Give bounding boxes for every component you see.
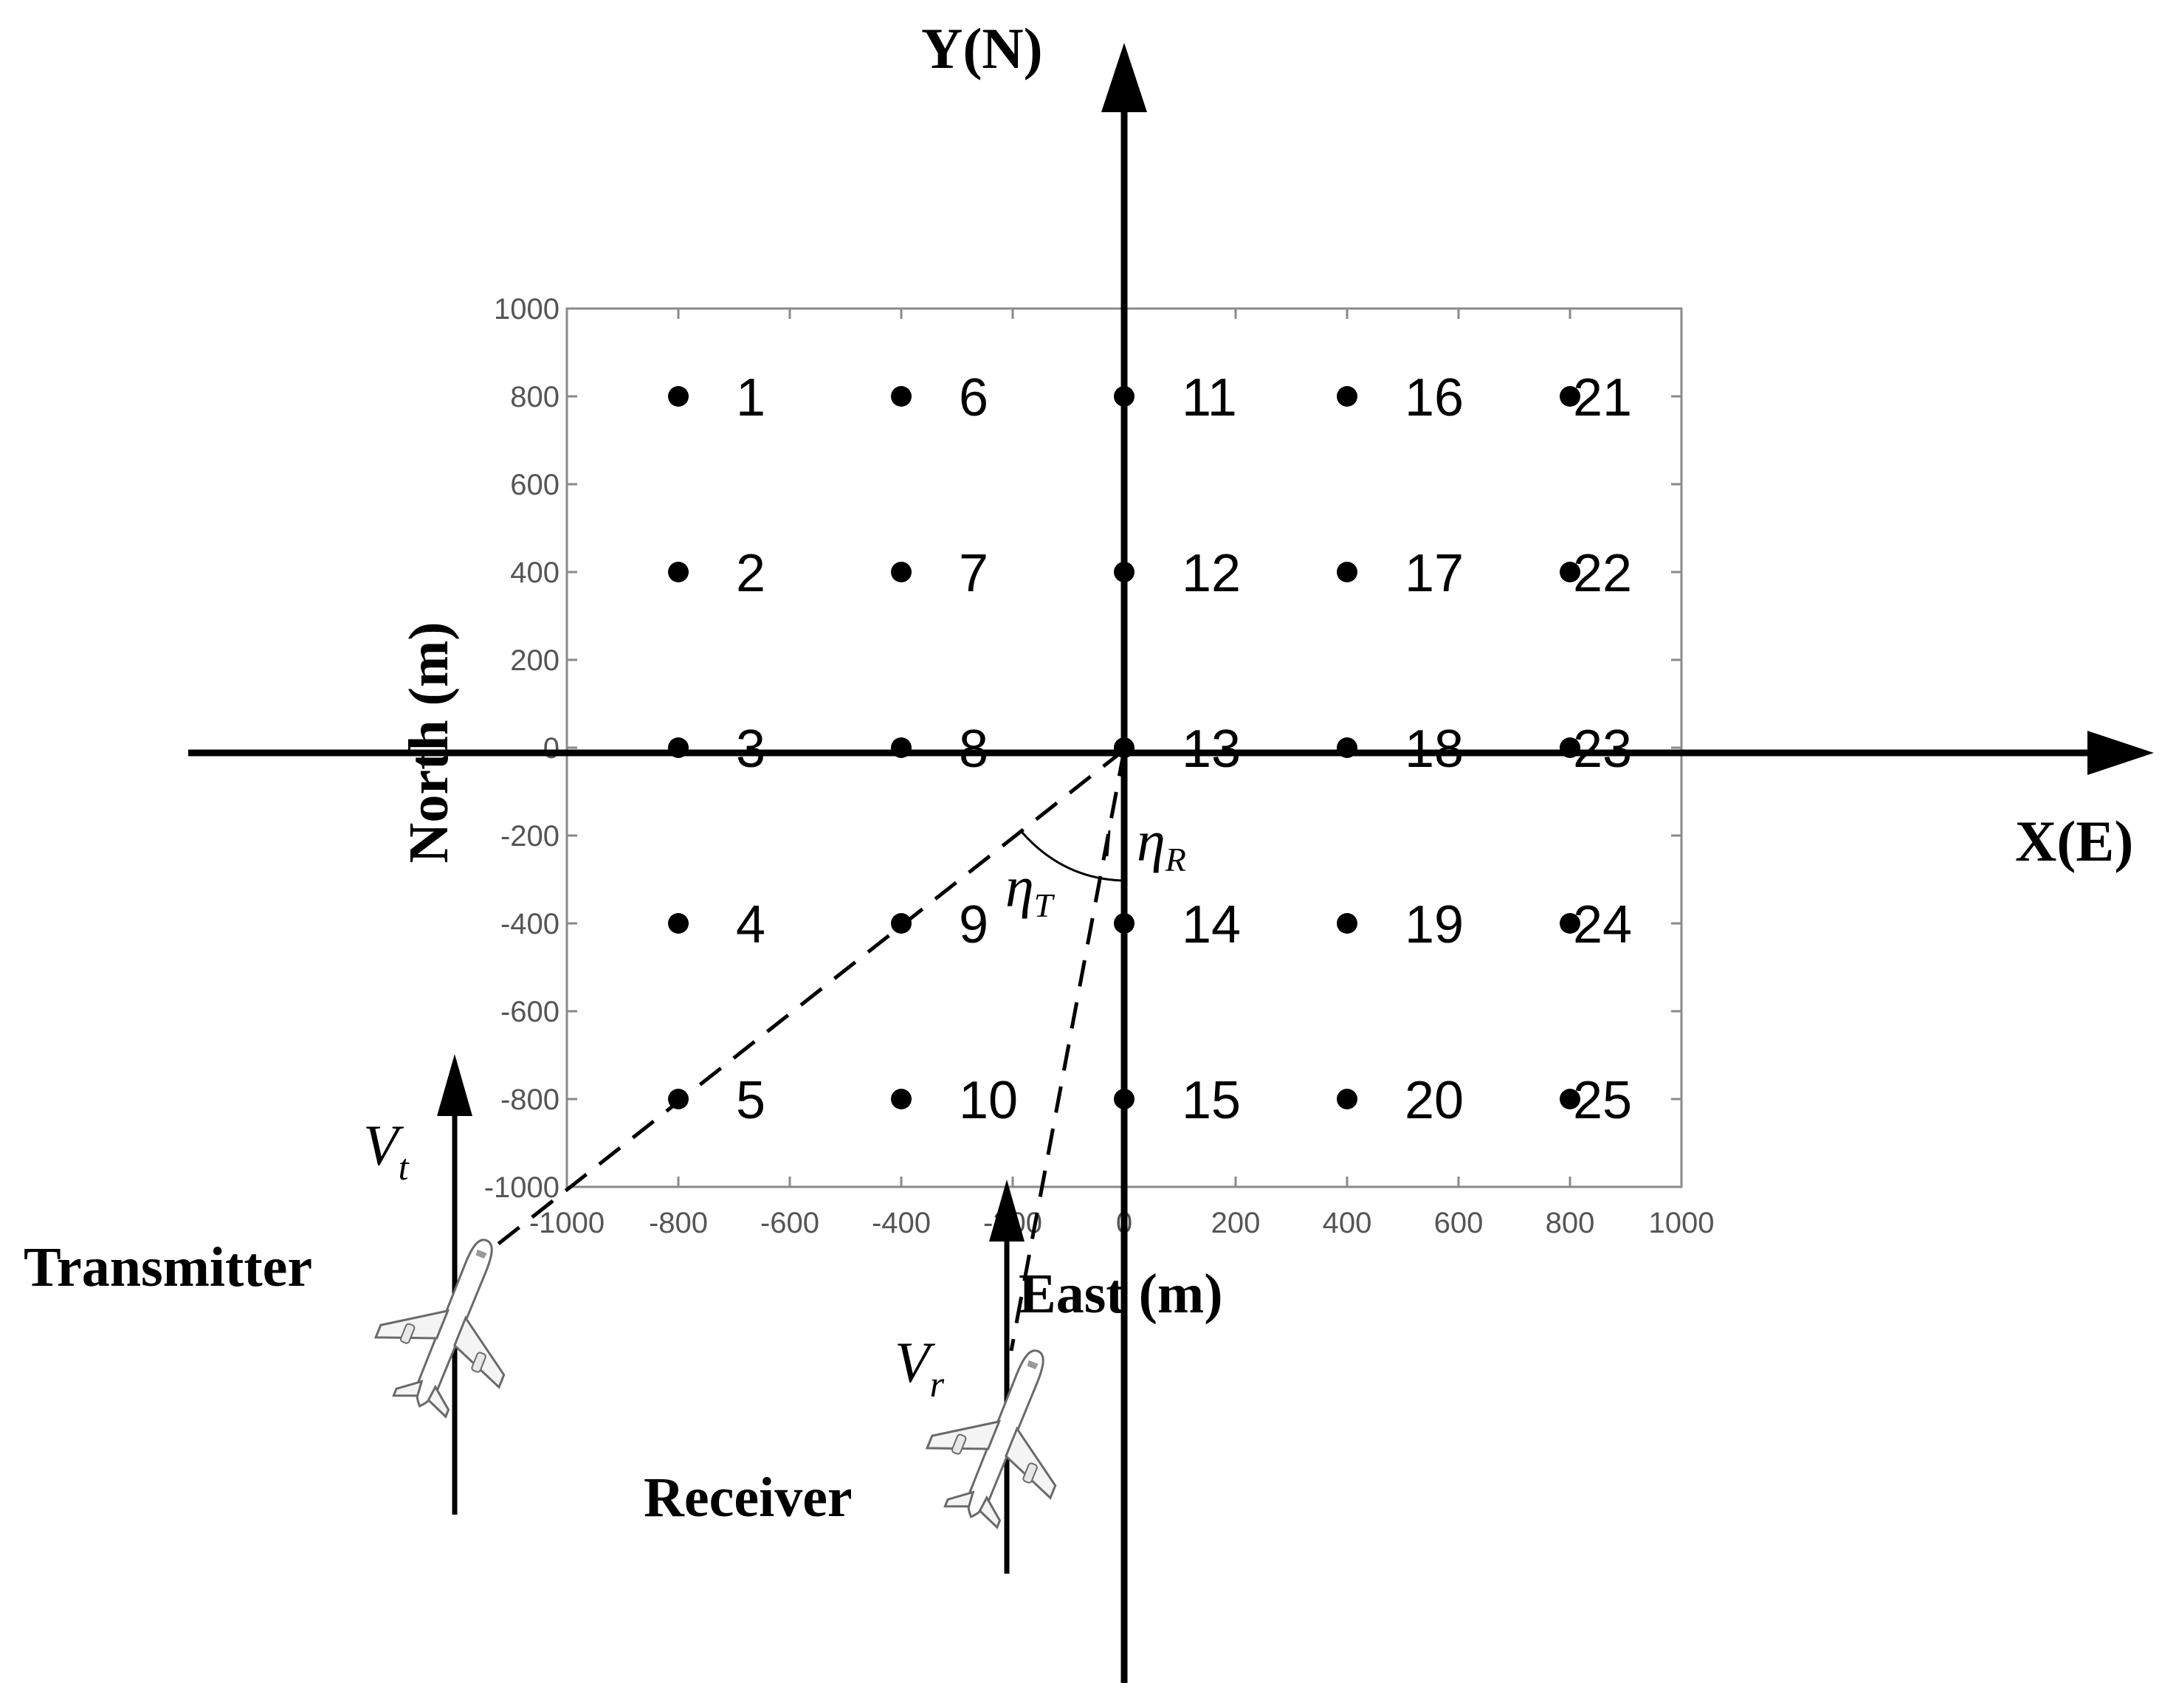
target-point-3 [668,737,689,758]
target-point-label: 9 [959,895,988,954]
target-point-label: 12 [1182,544,1241,603]
target-point-19 [1337,913,1357,934]
target-point-label: 3 [736,720,765,779]
x-tick-label: 800 [1546,1207,1595,1239]
target-point-2 [668,562,689,582]
transmitter-velocity-arrowhead [437,1054,472,1116]
target-point-1 [668,386,689,407]
target-point-12 [1114,562,1135,582]
eta-t-angle-arc [1021,832,1123,882]
target-point-16 [1337,386,1357,407]
target-point-label: 11 [1182,368,1237,427]
y-tick-label: 600 [510,469,560,501]
target-point-11 [1114,386,1135,407]
plot-xlabel: East (m) [1019,1263,1223,1325]
y-axis-arrowhead [1101,43,1147,112]
transmitter-label: Transmitter [24,1236,312,1298]
x-tick-label: -400 [872,1207,931,1239]
target-point-22 [1560,562,1580,582]
y-tick-label: -800 [500,1084,560,1116]
x-tick-label: -1000 [529,1207,605,1239]
target-point-label: 21 [1573,368,1632,427]
x-tick-label: 200 [1211,1207,1261,1239]
receiver-velocity-arrowhead [989,1180,1025,1242]
target-point-18 [1337,737,1357,758]
eta-r-angle-mark [1106,830,1111,857]
x-tick-label: 400 [1323,1207,1372,1239]
target-point-label: 6 [959,368,988,427]
receiver-line-of-sight [1009,749,1126,1351]
target-point-9 [891,913,912,934]
target-point-label: 2 [736,544,765,603]
y-tick-label: -200 [500,820,560,853]
target-point-label: 10 [959,1071,1018,1130]
y-tick-group: 1000 800 600 400 200 0 -200 -400 -600 -800 -1000 [484,293,1681,1204]
target-point-label: 23 [1573,720,1632,779]
target-point-7 [891,562,912,582]
target-point-label: 7 [959,544,988,603]
target-point-24 [1560,913,1580,934]
target-point-21 [1560,386,1580,407]
target-point-label: 25 [1573,1071,1632,1130]
target-point-label: 8 [959,720,988,779]
target-point-8 [891,737,912,758]
target-point-label: 19 [1405,895,1464,954]
x-axis-arrowhead [2087,731,2154,775]
y-tick-label: 800 [510,381,560,413]
receiver-label: Receiver [644,1467,853,1529]
target-point-25 [1560,1089,1580,1109]
target-point-label: 14 [1182,895,1241,954]
y-tick-label: 400 [510,557,560,589]
y-tick-label: -600 [500,996,560,1028]
x-tick-label: 1000 [1649,1207,1715,1239]
target-point-label: 13 [1182,720,1241,779]
target-point-5 [668,1089,689,1109]
target-point-label: 20 [1405,1071,1464,1130]
vr-symbol: Vr [895,1330,945,1405]
y-tick-label: 1000 [494,293,560,326]
target-point-10 [891,1089,912,1109]
eta-r-symbol: ηR [1137,809,1186,878]
eta-t-symbol: ηT [1005,855,1056,924]
target-point-label: 5 [736,1071,765,1130]
target-point-13 [1114,737,1135,758]
y-tick-label: 200 [510,644,560,677]
target-point-label: 15 [1182,1071,1241,1130]
target-point-label: 16 [1405,368,1464,427]
target-point-20 [1337,1089,1357,1109]
target-point-label: 17 [1405,544,1464,603]
target-point-label: 18 [1405,720,1464,779]
y-tick-label: -1000 [484,1171,560,1204]
target-point-label: 4 [736,895,765,954]
target-point-23 [1560,737,1580,758]
target-point-17 [1337,562,1357,582]
transmitter-line-of-sight [478,748,1126,1260]
y-tick-label: 0 [543,732,560,765]
x-axis-label: X(E) [2015,809,2133,873]
target-point-15 [1114,1089,1135,1109]
target-point-label: 22 [1573,544,1632,603]
target-points-group: 1234567891011121314151617181920212223242… [668,368,1632,1130]
target-point-14 [1114,913,1135,934]
x-tick-label: -600 [760,1207,819,1239]
y-axis-label: Y(N) [921,16,1043,80]
x-tick-label: -800 [649,1207,708,1239]
target-point-6 [891,386,912,407]
y-tick-label: -400 [500,908,560,940]
plot-ylabel: North (m) [398,621,460,863]
target-point-label: 24 [1573,895,1632,954]
x-tick-label: 600 [1434,1207,1484,1239]
vt-symbol: Vt [363,1113,410,1188]
target-point-label: 1 [736,368,765,427]
target-point-4 [668,913,689,934]
